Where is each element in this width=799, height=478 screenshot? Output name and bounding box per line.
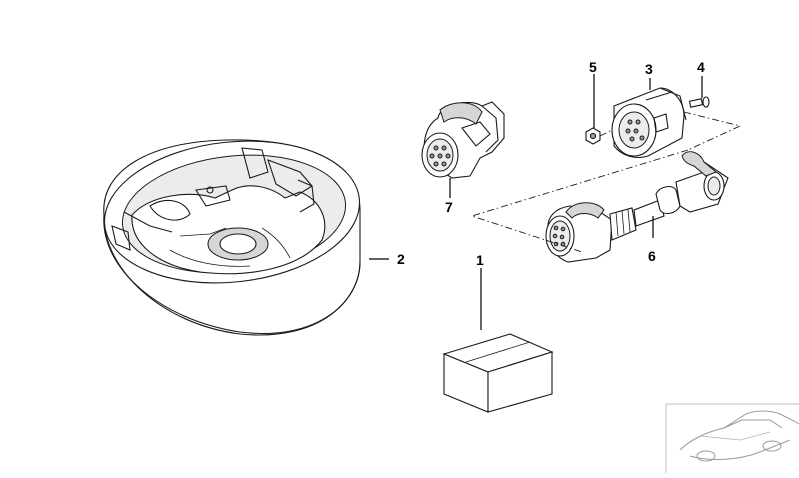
callout-7: 7 [445,199,453,215]
callout-5: 5 [589,59,597,75]
socket-housing[interactable] [611,87,687,159]
spare-wheel-well-box[interactable] [97,129,366,336]
car-thumbnail[interactable] [665,403,799,473]
adapter-cable[interactable] [545,151,729,263]
callout-1: 1 [476,252,484,268]
screw[interactable] [688,96,710,108]
callout-3: 3 [645,61,653,77]
leader-lines [369,74,703,330]
callout-6: 6 [648,248,656,264]
plug-adapter[interactable] [421,101,505,179]
callout-labels: 2 1 3 4 5 6 7 [397,59,705,268]
nut[interactable] [585,127,601,145]
assembly-lines [470,111,742,253]
callout-2: 2 [397,251,405,267]
callout-4: 4 [697,59,705,75]
cardboard-box[interactable] [442,333,554,413]
